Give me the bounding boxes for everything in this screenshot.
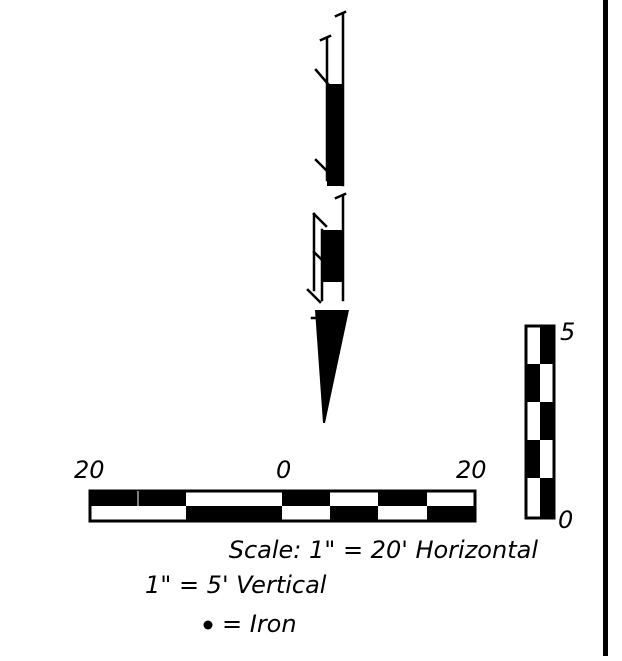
h-scale-left-label: 20 xyxy=(74,456,105,484)
scale-block xyxy=(186,506,282,521)
scale-block xyxy=(427,506,475,521)
iron-dot-icon xyxy=(203,620,213,630)
right-border-line xyxy=(603,0,608,656)
vertical-scale-bar xyxy=(524,324,556,520)
scale-block xyxy=(282,491,330,506)
scale-caption-vertical: 1" = 5' Vertical xyxy=(145,571,327,599)
v-scale-block xyxy=(540,478,554,518)
scale-caption-horizontal: Scale: 1" = 20' Horizontal xyxy=(229,536,539,564)
top-tick xyxy=(334,192,347,200)
h-scale-center-label: 0 xyxy=(276,456,291,484)
top-tick xyxy=(319,34,332,42)
joint-tick xyxy=(306,288,322,304)
v-scale-top-label: 5 xyxy=(560,318,575,346)
black-wedge xyxy=(322,312,345,345)
v-scale-block xyxy=(540,402,554,440)
legend-iron-text: = Iron xyxy=(222,610,297,638)
v-scale-bottom-label: 0 xyxy=(558,506,573,534)
v-scale-block xyxy=(526,364,540,402)
black-segment xyxy=(327,84,343,186)
top-tick xyxy=(334,10,347,18)
profile-fills xyxy=(315,84,349,423)
joint-tick xyxy=(312,212,328,228)
v-scale-block xyxy=(526,440,540,478)
black-segment xyxy=(322,230,343,282)
joint-tick xyxy=(314,158,330,174)
h-scale-right-label: 20 xyxy=(456,456,487,484)
scale-block xyxy=(378,491,427,506)
scale-block xyxy=(330,506,378,521)
v-scale-block xyxy=(540,326,554,364)
horizontal-scale-bar xyxy=(88,489,477,523)
